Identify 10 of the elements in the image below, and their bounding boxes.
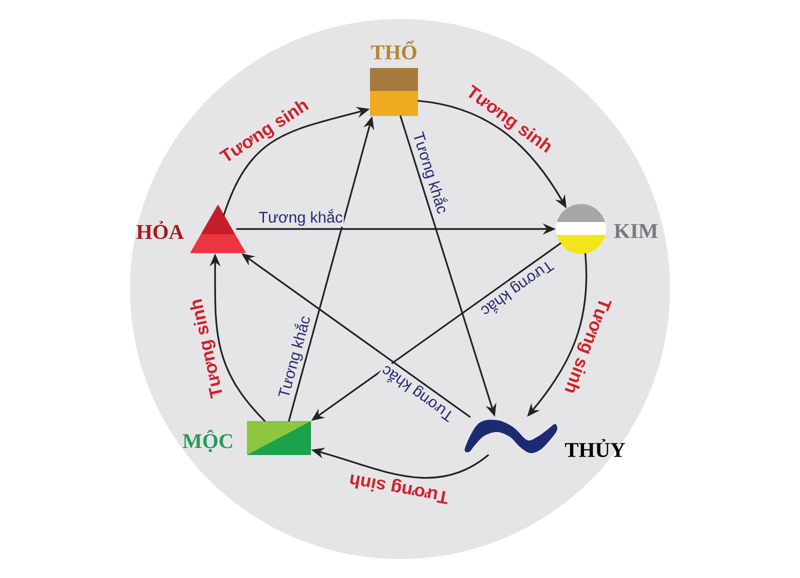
edge-label: Tương sinh — [187, 296, 228, 400]
edge-label: Tương khắc — [408, 128, 452, 217]
edge-label: Tương sinh — [346, 469, 452, 506]
edge-label: Tương khắc — [274, 312, 315, 401]
element-name: HỎA — [136, 220, 184, 240]
element-name: THỔ — [371, 40, 416, 60]
element-name: MỘC — [182, 430, 232, 452]
element-name: THỦY — [565, 438, 625, 458]
edge-label: Tương khắc — [258, 208, 344, 227]
element-name: KIM — [614, 224, 658, 238]
